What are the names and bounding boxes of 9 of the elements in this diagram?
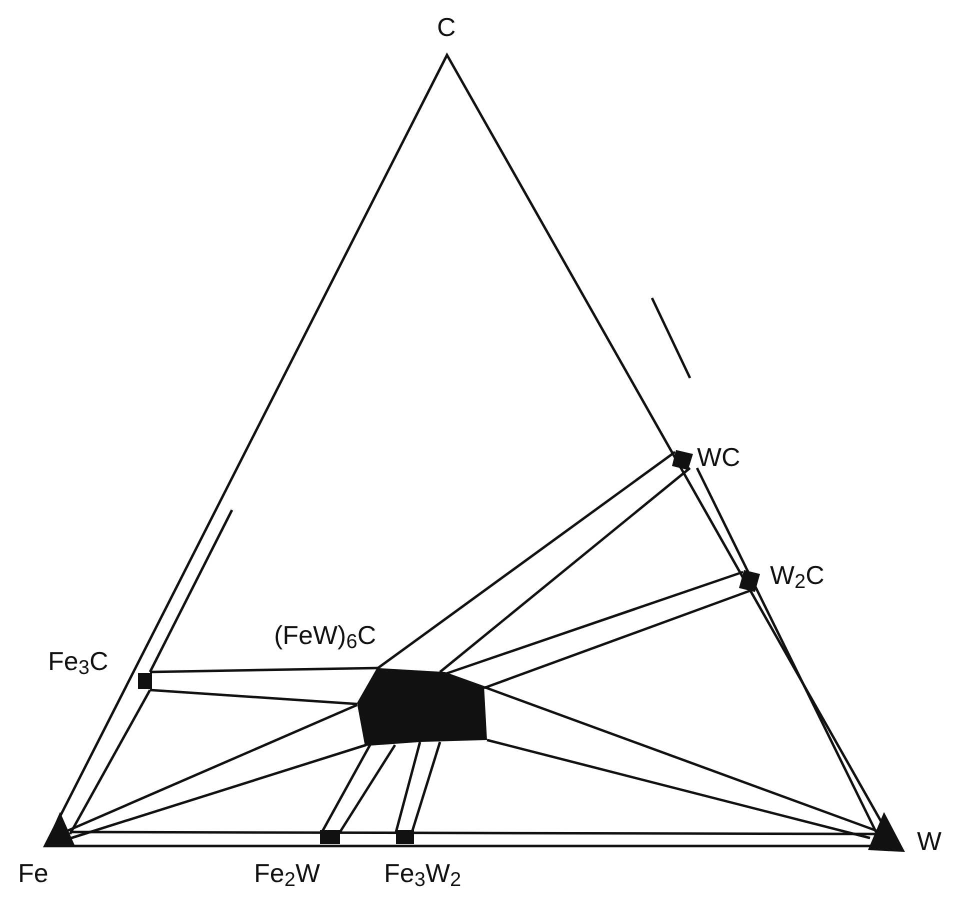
phase-label: (FeW)$_{6}$C: [274, 622, 376, 652]
phase-label: Fe$_{3}$C: [48, 648, 108, 678]
vertex-label: C: [437, 14, 456, 40]
vertex-label: Fe: [18, 860, 48, 886]
vertex-label: W: [917, 828, 942, 854]
phase-label: Fe$_{2}$W: [254, 860, 320, 890]
phase-label: W$_{2}$C: [770, 562, 824, 592]
phase-label: WC: [697, 444, 740, 470]
phase-label: Fe$_{3}$W$_{2}$: [384, 860, 462, 890]
